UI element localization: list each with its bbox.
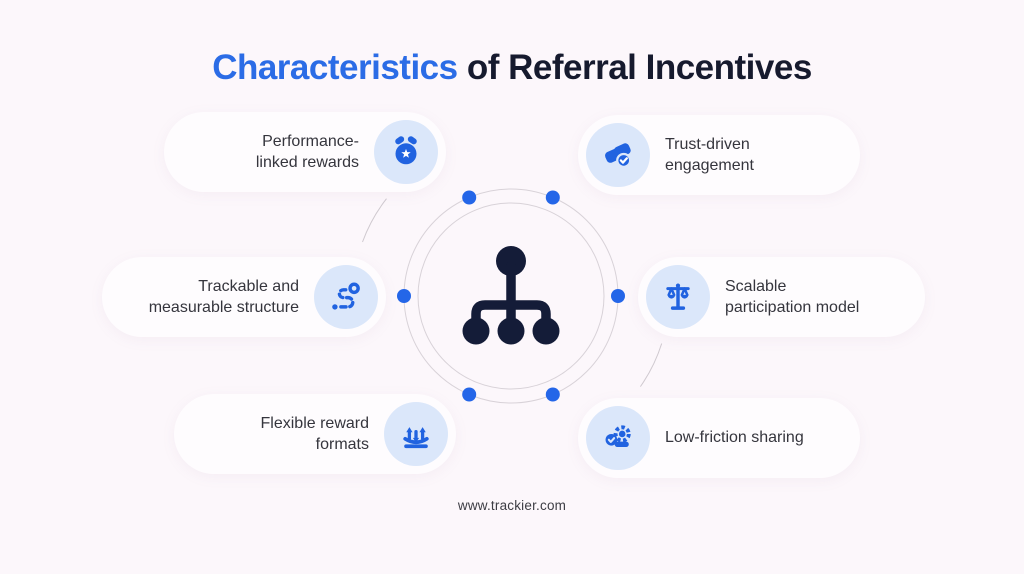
dot-bottom-left: [462, 387, 477, 402]
website-url: www.trackier.com: [457, 498, 567, 513]
feature-label: Low-friction sharing: [665, 429, 804, 447]
feature-pill-low-friction-sharing: Low-friction sharing: [578, 398, 860, 478]
decorative-arc-top-left: [362, 198, 387, 243]
handshake-check-icon: [586, 123, 650, 187]
gears-check-icon: [586, 406, 650, 470]
flex-arrows-icon: [384, 402, 448, 466]
feature-label: Performance- linked rewards: [255, 132, 359, 171]
route-tracking-icon: [314, 265, 378, 329]
title-rest: of Referral Incentives: [457, 48, 812, 87]
dot-right: [611, 289, 625, 303]
dot-left: [397, 289, 411, 303]
feature-pill-trust-driven-engagement: Trust-driven engagement: [578, 115, 860, 195]
medal-star-icon: [374, 120, 438, 184]
feature-pill-scalable-participation-model: Scalable participation model: [638, 257, 925, 337]
page-title: Characteristics of Referral Incentives: [0, 48, 1024, 88]
central-hub: [341, 126, 681, 466]
title-highlight: Characteristics: [212, 48, 458, 87]
dot-bottom-right: [545, 387, 560, 402]
feature-label: Trackable and measurable structure: [148, 277, 299, 316]
hierarchy-icon: [462, 246, 560, 345]
hub-graphic: [362, 188, 663, 404]
decorative-arc-bottom-right: [639, 343, 663, 387]
feature-pill-trackable-measurable-structure: Trackable and measurable structure: [102, 257, 386, 337]
connector-dots: [397, 190, 625, 402]
feature-pill-flexible-reward-formats: Flexible reward formats: [174, 394, 456, 474]
feature-label: Flexible reward formats: [260, 414, 369, 453]
feature-label: Scalable participation model: [725, 277, 860, 316]
feature-pill-performance-linked-rewards: Performance- linked rewards: [164, 112, 446, 192]
feature-label: Trust-driven engagement: [665, 135, 754, 174]
dot-top-left: [462, 190, 477, 205]
balance-scale-icon: [646, 265, 710, 329]
inner-ring: [417, 202, 605, 390]
dot-top-right: [545, 190, 560, 205]
